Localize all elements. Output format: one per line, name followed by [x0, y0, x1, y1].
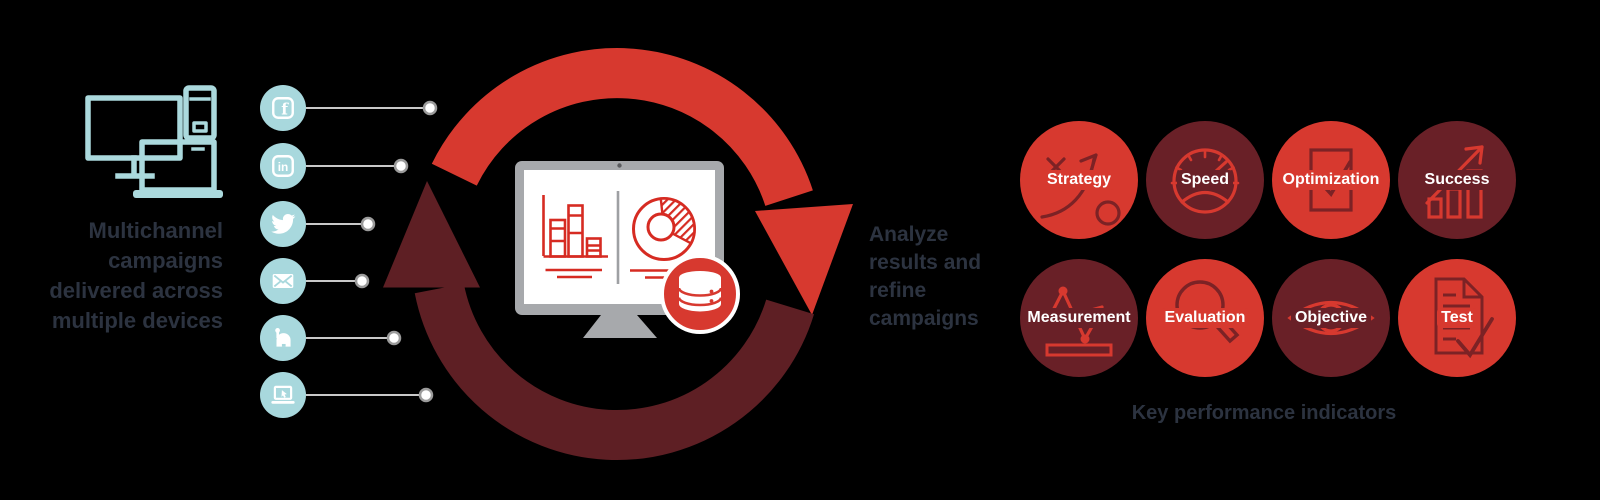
kpi-strategy: Strategy: [1020, 121, 1138, 239]
kpi-speed: Speed: [1146, 121, 1264, 239]
kpi-objective: Objective: [1272, 259, 1390, 377]
camera-dot: [617, 163, 622, 168]
kpi-label: Optimization: [1278, 170, 1384, 190]
laptop-base-icon: [133, 190, 223, 198]
database-icon: [677, 271, 723, 312]
svg-text:in: in: [278, 160, 289, 174]
bar-chart-icon: [542, 195, 608, 279]
svg-text:f: f: [281, 100, 289, 119]
mailbox-icon: [275, 328, 291, 347]
kpi-caption: Key performance indicators: [1131, 402, 1397, 424]
kpi-label: Speed: [1176, 170, 1233, 190]
kpi-label: Measurement: [1023, 308, 1135, 328]
kpi-label: Test: [1437, 308, 1477, 328]
analyze-caption: Analyze results and refine campaigns: [869, 221, 1069, 333]
caption-line: campaigns: [869, 307, 979, 330]
multichannel-caption: Multichannel campaigns delivered across …: [28, 216, 223, 336]
connector-dots: [354, 100, 438, 403]
caption-line: Multichannel: [88, 218, 223, 243]
facebook-icon: f: [272, 97, 294, 119]
dark-arrowhead: [383, 181, 480, 288]
red-arrowhead: [755, 204, 853, 315]
channel-connectors: [306, 107, 423, 396]
channel-linkedin: in: [260, 143, 306, 189]
caption-line: multiple devices: [51, 308, 223, 333]
kpi-optimization: Optimization: [1272, 121, 1390, 239]
caption-line: refine: [869, 279, 927, 302]
clockwise-arrow-down-icon: [431, 48, 813, 207]
kpi-success: Success: [1398, 121, 1516, 239]
multi-device-icon: [85, 85, 223, 198]
twitter-icon: [271, 214, 296, 234]
caption-line: delivered across: [49, 278, 223, 303]
clockwise-arrow-up-icon: [414, 283, 815, 460]
channel-twitter: [260, 201, 306, 247]
caption-line: results and: [869, 251, 982, 274]
test-document-icon: [1434, 277, 1494, 359]
phone-icon: [183, 85, 217, 141]
kpi-label: Objective: [1290, 308, 1372, 328]
monitor-stand: [583, 315, 657, 338]
donut-chart-icon: [630, 197, 699, 279]
database-badge: [660, 254, 740, 334]
desktop-monitor-icon: [85, 95, 183, 161]
channel-facebook: f: [260, 85, 306, 131]
channel-web: [260, 372, 306, 418]
kpi-label: Strategy: [1042, 170, 1116, 190]
caption-line: campaigns: [108, 248, 223, 273]
linkedin-icon: in: [272, 155, 294, 177]
caption-line: Analyze: [869, 223, 949, 246]
channel-email: [260, 258, 306, 304]
kpi-label: Evaluation: [1160, 308, 1250, 328]
desktop-stand-icon: [115, 155, 155, 179]
kpi-evaluation: Evaluation: [1146, 259, 1264, 377]
web-laptop-icon: [271, 385, 295, 404]
email-icon: [272, 273, 294, 289]
kpi-measurement: Measurement: [1020, 259, 1138, 377]
kpi-label: Success: [1420, 170, 1494, 190]
kpi-test: Test: [1398, 259, 1516, 377]
channel-direct-mail: [260, 315, 306, 361]
cycle-arrows: [383, 48, 853, 460]
